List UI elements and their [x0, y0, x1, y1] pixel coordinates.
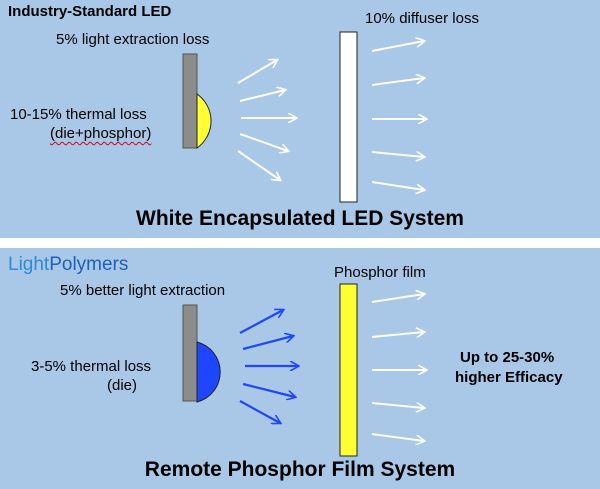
light-arrow [239, 133, 288, 151]
brand-logo-part1: Light [8, 254, 50, 275]
transmitted-light-arrows [371, 294, 426, 441]
thermal-loss-detail: (die) [107, 377, 138, 394]
light-arrow [242, 336, 293, 351]
thermal-loss-detail-text: (die+phosphor) [50, 125, 152, 142]
light-arrow [239, 90, 285, 102]
led-dome [196, 341, 221, 403]
bottom-diagram [182, 283, 600, 457]
light-arrow [371, 78, 424, 86]
efficacy-line2: higher Efficacy [455, 369, 563, 386]
light-arrow [242, 382, 295, 397]
light-arrow [371, 181, 424, 190]
heat-sink-plate [182, 53, 198, 149]
thermal-loss-label: 3-5% thermal loss [31, 358, 152, 375]
system-caption: White Encapsulated LED System [136, 207, 464, 230]
extraction-note-label: 5% better light extraction [60, 282, 226, 299]
light-arrow [239, 310, 283, 334]
panel-divider [0, 238, 600, 248]
phosphor-film [339, 283, 358, 457]
light-arrow [371, 402, 424, 408]
transmitted-light-arrows [371, 41, 426, 190]
thermal-loss-label: 10-15% thermal loss [10, 106, 147, 123]
light-arrow [371, 151, 424, 157]
led-dome [196, 93, 212, 149]
header-label: Industry-Standard LED [8, 3, 172, 20]
film-label: Phosphor film [334, 264, 426, 281]
extraction-loss-label: 5% light extraction loss [56, 31, 210, 48]
light-arrow [371, 433, 424, 441]
diffuser-loss-label: 10% diffuser loss [365, 10, 479, 27]
heat-sink-plate [182, 304, 198, 402]
bottom-panel: LightPolymers 5% better light extraction… [0, 248, 600, 489]
light-arrow [371, 41, 424, 52]
top-panel: Industry-Standard LED 5% light extractio… [0, 0, 600, 238]
light-arrow [239, 400, 280, 423]
light-arrow [371, 332, 424, 338]
efficacy-line1: Up to 25-30% [460, 349, 555, 366]
light-arrow [371, 294, 424, 303]
system-caption: Remote Phosphor Film System [144, 458, 456, 481]
top-diagram [182, 31, 600, 203]
emitted-light-arrows [237, 60, 296, 180]
diffuser-panel [339, 31, 358, 203]
thermal-loss-detail: (die+phosphor) [50, 125, 151, 143]
light-arrow [237, 60, 277, 84]
emitted-light-arrows [239, 310, 298, 423]
brand-logo-part2: Polymers [49, 254, 129, 275]
light-arrow [237, 150, 280, 180]
brand-logo: LightPolymers [8, 254, 128, 276]
